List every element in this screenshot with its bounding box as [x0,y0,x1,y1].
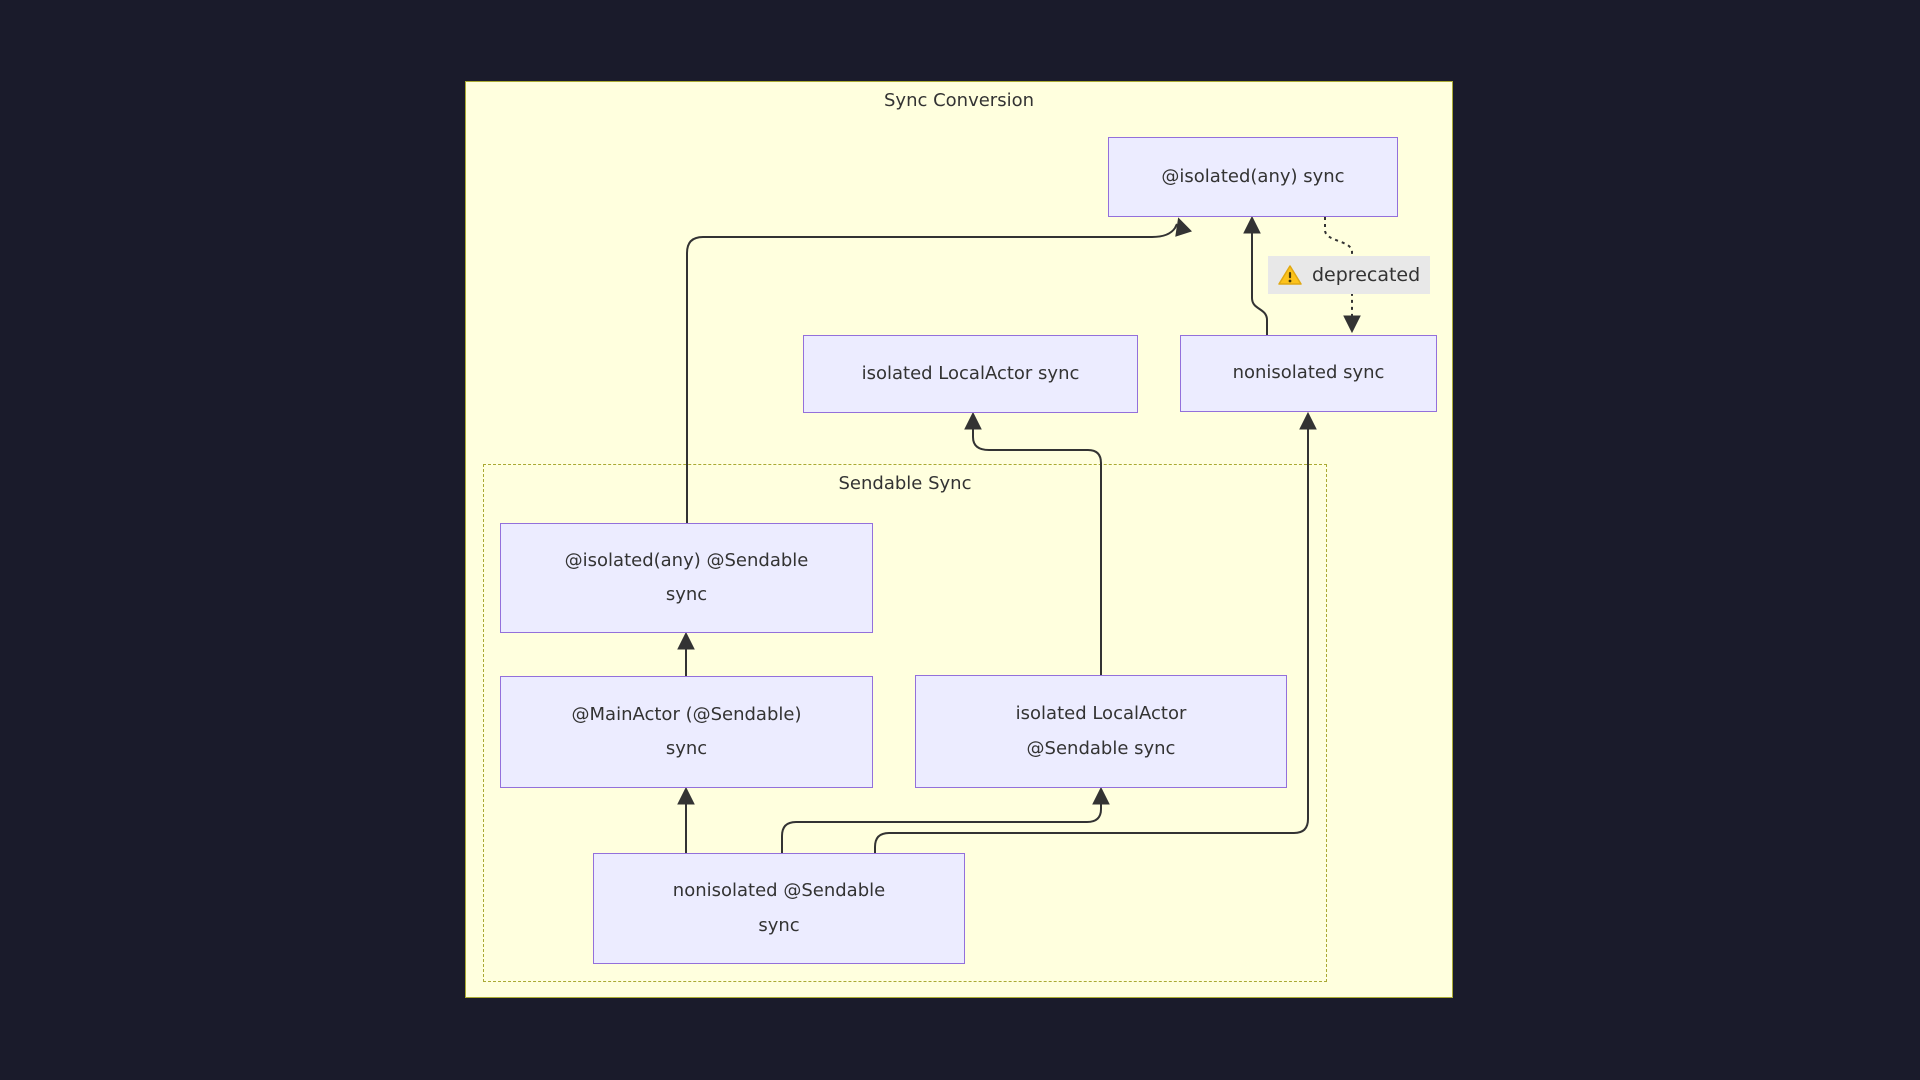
edge-nonisolated-sendable-to-nonisolated [874,421,1309,853]
edge-isolated-any-to-nonisolated-deprecated [1324,217,1353,322]
edge-nonisolated-sendable-to-localactor-sendable [781,796,1102,853]
node-nonisolated-sync: nonisolated sync [1180,335,1437,412]
node-isolated-any-sendable-sync: @isolated(any) @Sendable sync [500,523,873,633]
cluster-sendable-sync-title: Sendable Sync [838,473,972,494]
arrowhead [677,631,695,650]
node-isolated-localactor-sendable-sync: isolated LocalActor @Sendable sync [915,675,1287,788]
cluster-sendable-sync: Sendable Sync [483,464,1327,982]
node-nonisolated-sendable-sync: nonisolated @Sendable sync [593,853,965,964]
arrowhead [1092,786,1110,805]
arrowhead [1343,315,1361,334]
edge-label-deprecated: deprecated [1268,256,1431,294]
node-isolated-any-sync: @isolated(any) sync [1108,137,1398,217]
arrowhead [964,411,982,430]
node-mainactor-sendable-sync: @MainActor (@Sendable) sync [500,676,873,788]
edge-label-text: deprecated [1312,264,1421,286]
arrowhead [1243,215,1261,234]
warning-icon [1278,265,1302,285]
edge-localactor-sendable-to-localactor [972,421,1102,675]
arrowhead [1175,217,1193,237]
node-isolated-localactor-sync: isolated LocalActor sync [803,335,1138,413]
arrowhead [677,786,695,805]
edge-sendable-to-isolated-any [686,223,1178,523]
edge-nonisolated-to-isolated-any [1251,226,1268,335]
arrowhead [1299,411,1317,430]
cluster-sync-conversion-title: Sync Conversion [883,90,1035,111]
